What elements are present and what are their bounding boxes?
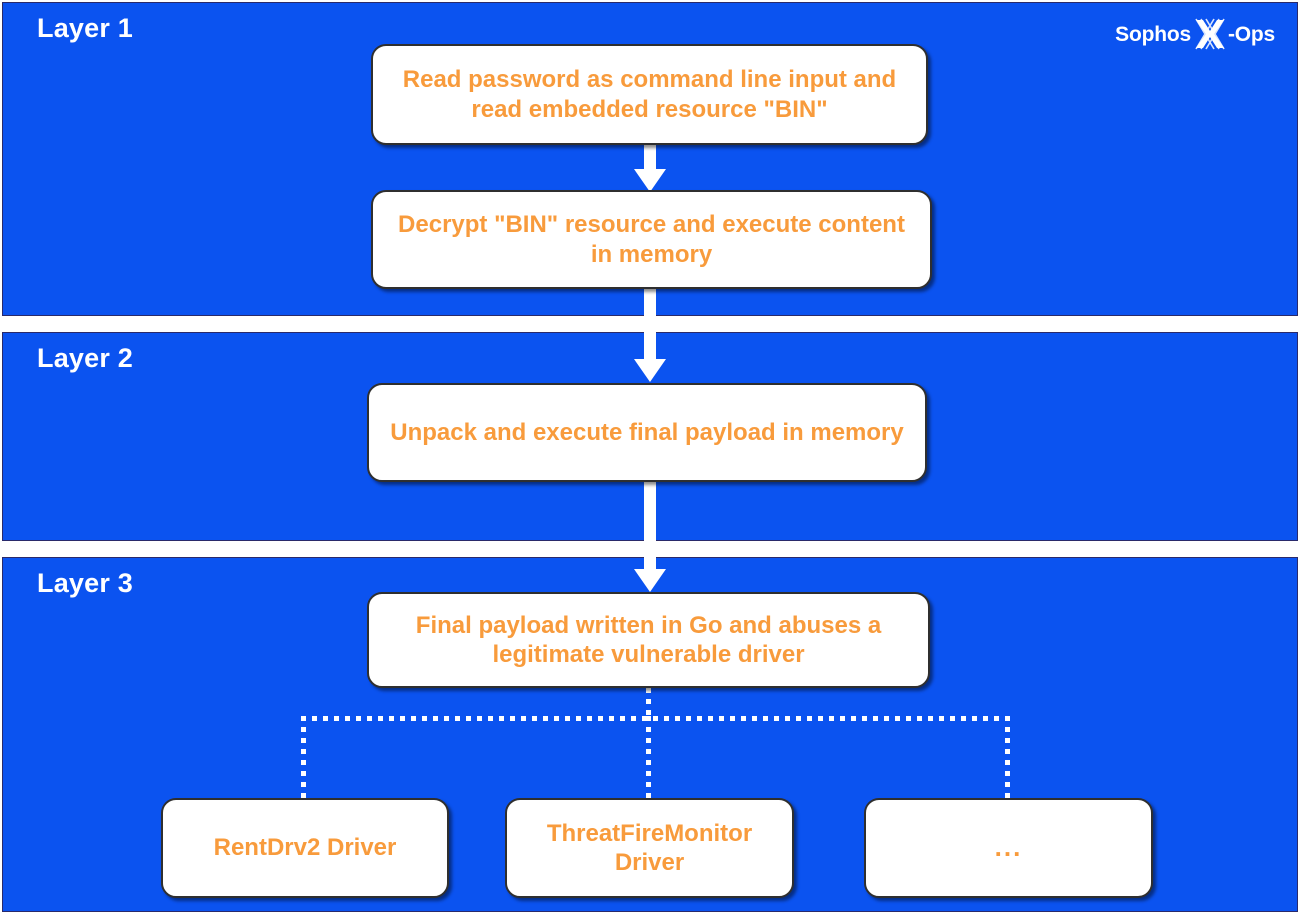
driver-box-threatfiremonitor[interactable]: ThreatFireMonitor Driver <box>505 798 794 898</box>
layer-1-label: Layer 1 <box>37 13 133 43</box>
step-box-unpack-payload[interactable]: Unpack and execute final payload in memo… <box>367 383 927 482</box>
logo-text-sophos: Sophos <box>1115 22 1191 46</box>
driver-box-rentdrv2[interactable]: RentDrv2 Driver <box>161 798 449 898</box>
layer-3-label: Layer 3 <box>37 568 133 598</box>
layer-2-label: Layer 2 <box>37 343 133 373</box>
dotted-drop-rentdrv2 <box>301 716 306 800</box>
sophos-x-ops-logo: Sophos -Ops <box>1115 17 1275 51</box>
dotted-drop-threatfiremonitor <box>646 716 651 800</box>
step-box-read-password[interactable]: Read password as command line input and … <box>371 44 928 145</box>
dotted-bus-connector <box>301 716 1010 721</box>
step-box-decrypt-bin[interactable]: Decrypt "BIN" resource and execute conte… <box>371 190 932 289</box>
dotted-stem-connector <box>646 688 651 721</box>
x-mark-icon <box>1190 17 1230 51</box>
driver-box-ellipsis[interactable]: ... <box>864 798 1153 898</box>
dotted-drop-ellipsis <box>1005 716 1010 800</box>
logo-text-ops: -Ops <box>1227 22 1275 46</box>
step-box-final-payload[interactable]: Final payload written in Go and abuses a… <box>367 592 930 688</box>
